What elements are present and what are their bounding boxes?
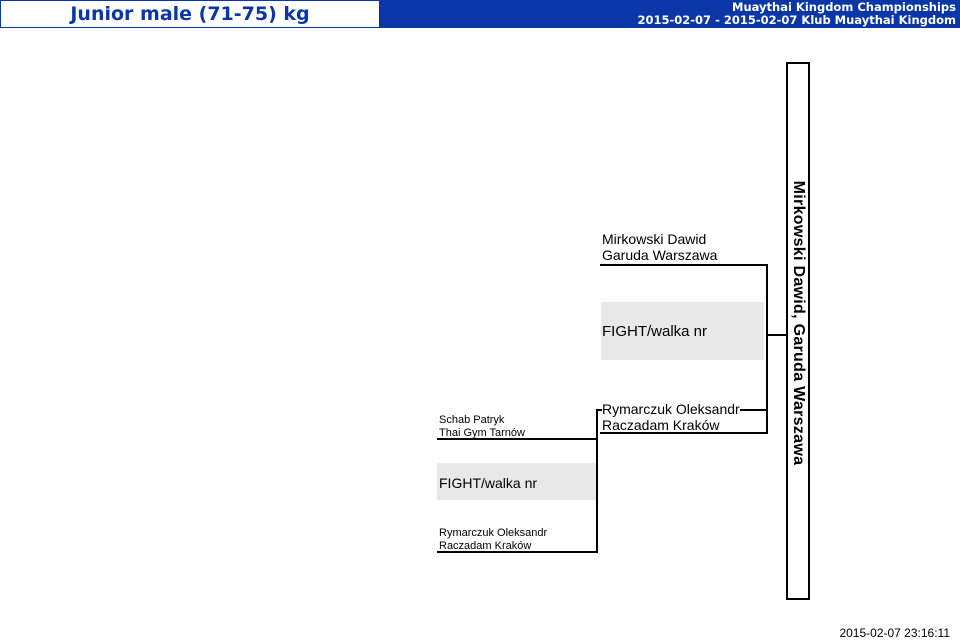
- round2-fighter-bottom: Rymarczuk Oleksandr Raczadam Kraków: [602, 401, 740, 433]
- round2-top-underline: [600, 264, 768, 266]
- round1-fighter-top-name: Schab Patryk: [439, 414, 505, 426]
- round2-to-winner-line: [766, 334, 786, 336]
- round2-fighter-top-name: Mirkowski Dawid: [602, 231, 707, 247]
- round2-fight-shade: [601, 302, 764, 360]
- winner-box: [786, 62, 810, 600]
- event-info: Muaythai Kingdom Championships 2015-02-0…: [638, 1, 957, 27]
- round2-fighter-top-club: Garuda Warszawa: [602, 247, 718, 263]
- round2-connector: [766, 264, 768, 434]
- round2-fighter-bottom-club: Raczadam Kraków: [602, 417, 720, 433]
- winner-label: Mirkowski Dawid, Garuda Warszawa: [790, 180, 807, 466]
- round1-fighter-top-club: Thai Gym Tarnów: [439, 427, 525, 439]
- round2-fight-label: FIGHT/walka nr: [602, 323, 708, 340]
- generated-timestamp: 2015-02-07 23:16:11: [839, 626, 950, 640]
- page-title: Junior male (71-75) kg: [0, 0, 380, 28]
- round1-fighter-bottom-club: Raczadam Kraków: [439, 540, 532, 552]
- round1-fighter-bottom-name: Rymarczuk Oleksandr: [439, 527, 548, 539]
- round1-fighter-bottom: Rymarczuk Oleksandr Raczadam Kraków: [439, 527, 547, 553]
- round1-top-line: [437, 438, 598, 440]
- event-name: Muaythai Kingdom Championships: [732, 0, 956, 14]
- header-bar: Junior male (71-75) kg Muaythai Kingdom …: [0, 0, 960, 28]
- round1-fight-label: FIGHT/walka nr: [439, 475, 538, 491]
- round1-fight-shade: [437, 463, 596, 500]
- round2-bottom-line: [600, 432, 768, 434]
- event-dates-club: 2015-02-07 - 2015-02-07 Klub Muaythai Ki…: [637, 13, 957, 27]
- round2-fighter-top: Mirkowski Dawid Garuda Warszawa: [602, 231, 717, 263]
- round1-fighter-top: Schab Patryk Thai Gym Tarnów: [439, 414, 525, 440]
- round1-connector: [596, 409, 598, 553]
- round2-fighter-bottom-name: Rymarczuk Oleksandr: [602, 401, 740, 417]
- round1-bottom-line: [437, 551, 598, 553]
